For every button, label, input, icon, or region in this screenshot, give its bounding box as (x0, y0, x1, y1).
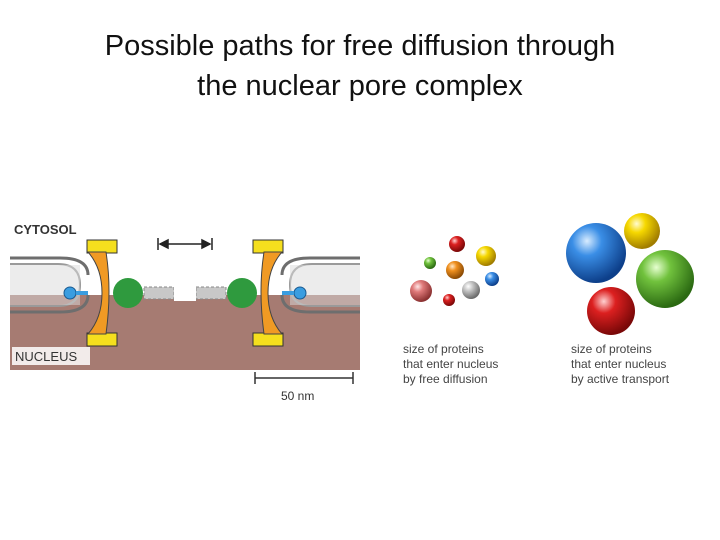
free-diffusion-caption: size of proteins that enter nucleus by f… (403, 342, 502, 386)
active-transport-caption: size of proteins that enter nucleus by a… (571, 342, 670, 386)
active-transport-spheres (566, 213, 694, 335)
free-diffusion-caption-line-2: that enter nucleus (403, 357, 498, 371)
free-diffusion-caption-line-1: size of proteins (403, 342, 484, 356)
sphere-small-blue (485, 272, 499, 286)
cytoplasmic-ring-right (253, 240, 283, 253)
sphere-small-red-top (449, 236, 465, 252)
nuclear-ring-left (87, 333, 117, 346)
central-plug-left (113, 278, 143, 308)
central-plug-right (227, 278, 257, 308)
sphere-large-green (636, 250, 694, 308)
cytoplasmic-ring-left (87, 240, 117, 253)
nuclear-ring-right (253, 333, 283, 346)
active-transport-caption-line-1: size of proteins (571, 342, 652, 356)
active-transport-caption-line-2: that enter nucleus (571, 357, 666, 371)
sphere-small-orange (446, 261, 464, 279)
channel-width-arrow (158, 238, 212, 250)
sphere-large-yellow (624, 213, 660, 249)
sphere-small-gray (462, 281, 480, 299)
active-transport-caption-line-3: by active transport (571, 372, 670, 386)
knob-left (64, 287, 76, 299)
nucleus-label: NUCLEUS (15, 349, 77, 364)
scale-bar (255, 372, 353, 384)
cytosol-label: CYTOSOL (14, 222, 77, 237)
knob-right (294, 287, 306, 299)
sphere-large-red (587, 287, 635, 335)
sphere-small-red-bottom (443, 294, 455, 306)
sphere-large-blue (566, 223, 626, 283)
sphere-small-green (424, 257, 436, 269)
scale-label: 50 nm (281, 389, 314, 403)
free-diffusion-caption-line-3: by free diffusion (403, 372, 488, 386)
sphere-small-pink (410, 280, 432, 302)
free-diffusion-spheres (410, 236, 499, 306)
sphere-small-yellow (476, 246, 496, 266)
